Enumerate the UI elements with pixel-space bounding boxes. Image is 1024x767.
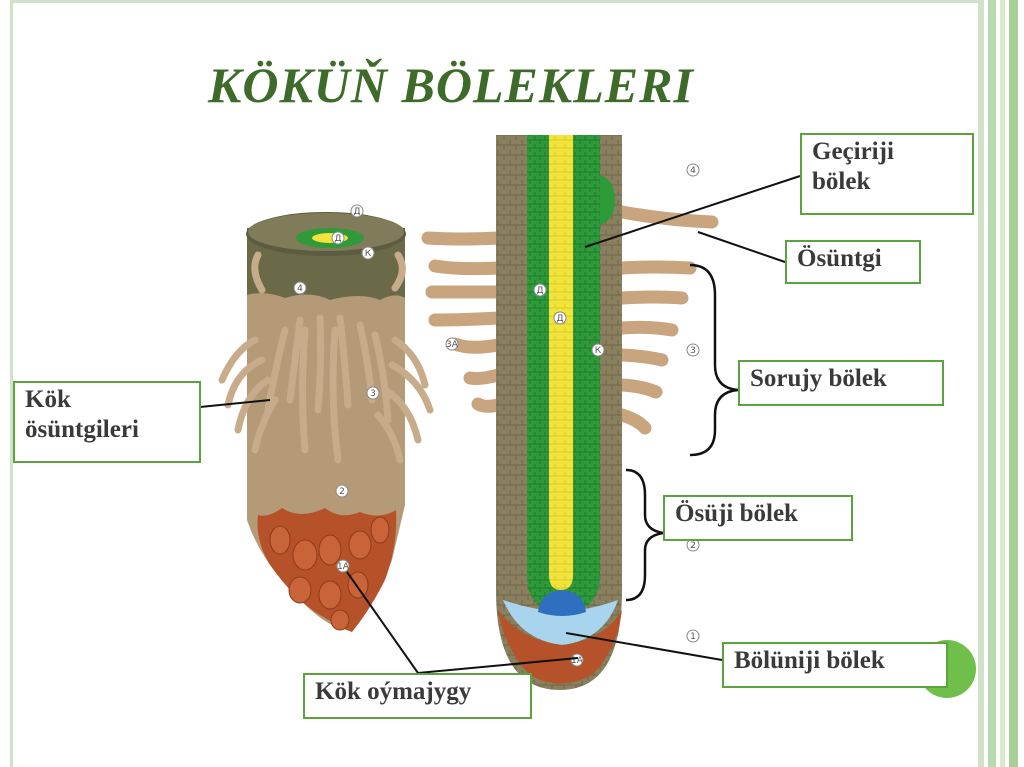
right-root-meristem — [503, 600, 618, 645]
right-root-vascular-core — [549, 135, 573, 590]
slide-border-left — [10, 0, 13, 767]
right-mark-3: 3 — [690, 346, 696, 356]
slide-title: KÖKÜŇ BÖLEKLERI — [208, 57, 694, 113]
slide-right-stripes — [978, 0, 1024, 767]
slide-border-top — [10, 0, 978, 3]
label-kok-osuntgileri-line2: ösüntgileri — [25, 416, 139, 443]
label-osuji-bolek: Ösüji bölek — [663, 495, 853, 541]
label-gecirij-line2: bölek — [812, 168, 871, 195]
label-osuntgi: Ösüntgi — [785, 240, 921, 284]
right-mark-d1: Д — [536, 286, 543, 296]
right-root-quiescent-center — [538, 590, 586, 616]
label-kok-oymajygy: Kök oýmajygy — [303, 673, 532, 719]
left-mark-3: 3 — [370, 389, 376, 399]
leader-lines — [199, 175, 801, 674]
left-mark-top-c: К — [365, 249, 372, 259]
right-root-hairs-right — [615, 205, 719, 435]
bracket-soruji — [689, 263, 739, 457]
label-kok-osuntgileri-line1: Kök — [25, 386, 71, 413]
label-kok-osuntgileri: Kök ösüntgileri — [13, 381, 201, 463]
left-mark-1: 1А — [337, 562, 350, 572]
right-mark-1: 1 — [690, 632, 696, 642]
label-boluniji-bolek: Bölüniji bölek — [722, 642, 948, 688]
left-mark-4: 4 — [297, 284, 303, 294]
left-root: Д Д К 4 3 2 1А — [218, 204, 434, 632]
right-mark-d2: Д — [556, 314, 563, 324]
right-mark-2: 2 — [690, 541, 696, 551]
left-root-hairs — [218, 251, 434, 464]
right-mark-1a: 1А — [571, 656, 584, 666]
left-mark-top-b: Д — [334, 234, 341, 244]
right-root: 4 3 2 1 Д Д К 3А 1А — [421, 135, 719, 690]
left-mark-2: 2 — [339, 487, 345, 497]
left-mark-top-a: Д — [353, 207, 360, 217]
label-gecirij-line1: Geçiriji — [812, 138, 894, 165]
right-root-cap — [498, 610, 622, 684]
right-root-hairs-left — [421, 231, 505, 413]
right-mark-k: К — [595, 346, 602, 356]
right-mark-3a: 3А — [446, 340, 459, 350]
right-mark-4: 4 — [690, 166, 696, 176]
label-gecirij-bolek: Geçiriji bölek — [800, 133, 974, 215]
label-soruji-bolek: Sorujy bölek — [738, 360, 944, 406]
bracket-osuji — [625, 468, 664, 602]
